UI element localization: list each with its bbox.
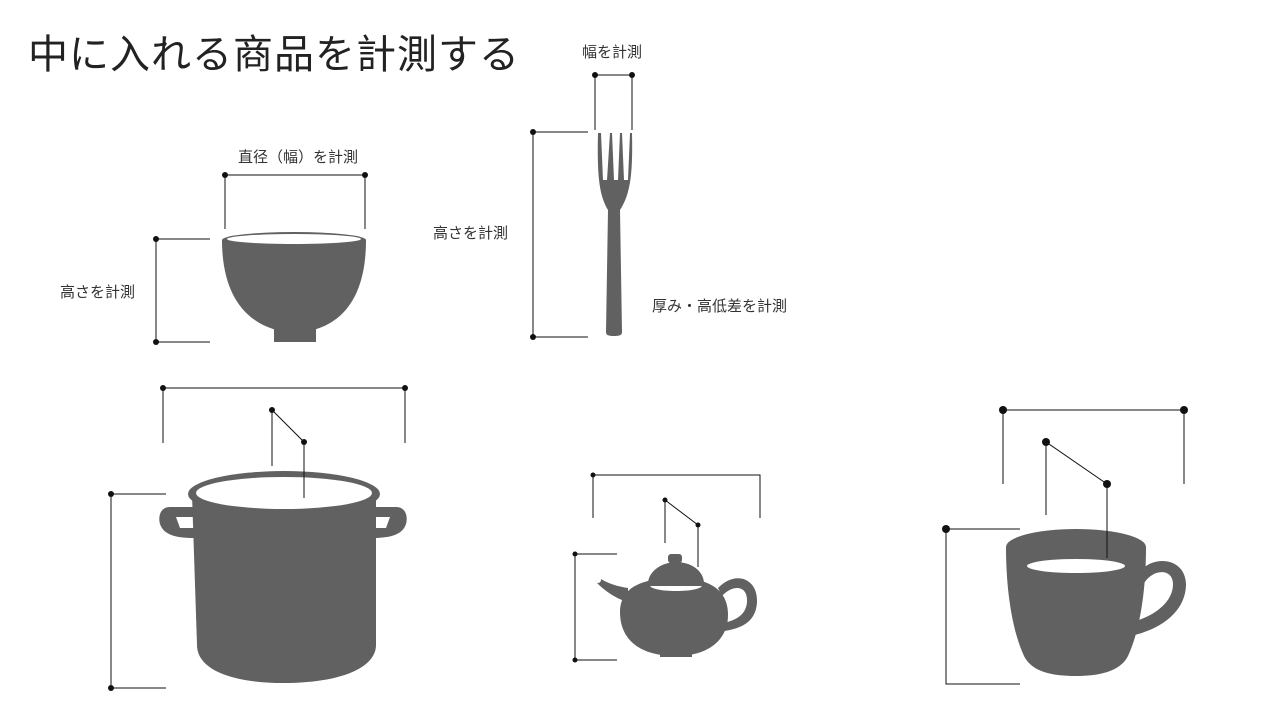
fork-illustration [597, 133, 633, 336]
pot-depth-dimension [269, 407, 307, 498]
fork-group: 幅を計測 高さを計測 厚み・高低差を計測 [433, 43, 787, 340]
mug-width-dimension [999, 406, 1188, 484]
pot-illustration [159, 471, 407, 683]
page-title: 中に入れる商品を計測する [28, 32, 520, 78]
teapot-depth-dimension [662, 497, 701, 567]
bowl-height-label: 高さを計測 [60, 283, 135, 301]
teapot-group [572, 472, 761, 663]
fork-thickness-label: 厚み・高低差を計測 [652, 297, 787, 315]
fork-width-dimension [592, 72, 635, 130]
pot-group [108, 385, 408, 691]
mug-group [942, 406, 1188, 685]
teapot-width-dimension [590, 472, 761, 518]
fork-height-label: 高さを計測 [433, 224, 508, 242]
mug-height-dimension [942, 525, 1020, 685]
pot-width-dimension [160, 385, 408, 443]
teapot-illustration [595, 554, 758, 657]
bowl-diameter-dimension [222, 172, 368, 229]
mug-depth-dimension [1042, 438, 1111, 558]
fork-width-label: 幅を計測 [582, 43, 642, 61]
bowl-illustration [222, 232, 366, 342]
pot-height-dimension [108, 491, 166, 691]
mug-illustration [1006, 529, 1186, 676]
teapot-height-dimension [572, 551, 617, 663]
bowl-height-dimension [153, 236, 210, 345]
bowl-group: 直径（幅）を計測 高さを計測 [60, 148, 368, 345]
fork-height-dimension [530, 129, 588, 340]
bowl-diameter-label: 直径（幅）を計測 [238, 148, 358, 166]
